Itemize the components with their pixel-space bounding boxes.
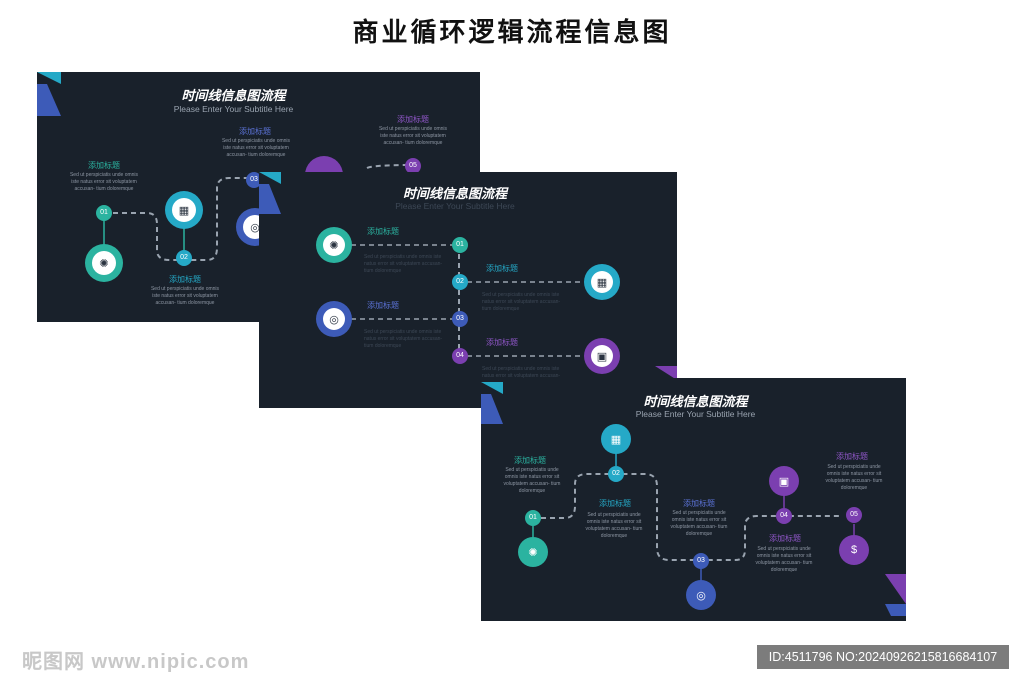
- slide-3-title: 时间线信息图流程: [643, 394, 748, 409]
- slide-1-title: 时间线信息图流程: [181, 88, 286, 103]
- step-3-title: 添加标题: [239, 127, 271, 136]
- monitor-icon: ▣: [778, 475, 790, 488]
- step-3-number: 03: [693, 553, 709, 569]
- step-5-title: 添加标题: [397, 115, 429, 124]
- step-2-number: 02: [176, 250, 192, 266]
- gear-icon: ✺: [528, 546, 538, 559]
- step-4-title: 添加标题: [486, 338, 518, 347]
- step-1-title: 添加标题: [88, 161, 120, 170]
- step-1-node: ✺: [518, 537, 548, 567]
- step-3-node: ◎: [316, 301, 352, 337]
- slide-2-graphics: [259, 172, 677, 380]
- step-2-title: 添加标题: [169, 275, 201, 284]
- step-5-title: 添加标题: [836, 452, 868, 461]
- step-1-text: Sed ut perspiciatis unde omnis iste natu…: [503, 467, 561, 494]
- step-5-text: Sed ut perspiciatis unde omnis iste natu…: [378, 126, 448, 146]
- slide-preview-3[interactable]: 时间线信息图流程 Please Enter Your Subtitle Here…: [481, 378, 906, 621]
- step-2-node: ▦: [584, 264, 620, 300]
- target-icon: ◎: [696, 589, 706, 602]
- step-1-node: ✺: [85, 244, 123, 282]
- slide-3-graphics: [481, 382, 906, 616]
- step-3-text: Sed ut perspiciatis unde omnis iste natu…: [221, 138, 291, 158]
- step-3-number: 03: [452, 311, 468, 327]
- slide-preview-2[interactable]: 时间线信息图流程 Please Enter Your Subtitle Here…: [259, 172, 677, 408]
- step-1-number: 01: [452, 237, 468, 253]
- step-2-node: ▦: [601, 424, 631, 454]
- step-5-number: 05: [846, 507, 862, 523]
- slide-2-subtitle: Please Enter Your Subtitle Here: [395, 201, 515, 211]
- calendar-icon: ▦: [596, 276, 608, 289]
- step-2-number: 02: [452, 274, 468, 290]
- step-4-node: ▣: [769, 466, 799, 496]
- calendar-icon: ▦: [610, 433, 622, 446]
- step-4-number: 04: [776, 508, 792, 524]
- step-3-text: Sed ut perspiciatis unde omnis iste natu…: [670, 510, 728, 537]
- step-2-title: 添加标题: [486, 264, 518, 273]
- step-2-node: ▦: [165, 191, 203, 229]
- step-3-node: ◎: [686, 580, 716, 610]
- page-title: 商业循环逻辑流程信息图: [352, 17, 672, 47]
- watermark-id: ID:4511796 NO:20240926215816684107: [757, 645, 1009, 669]
- step-1-text: Sed ut perspiciatis unde omnis iste natu…: [364, 254, 443, 274]
- step-1-number: 01: [525, 510, 541, 526]
- step-2-number: 02: [608, 466, 624, 482]
- watermark-logo: 昵图网 www.nipic.com: [22, 651, 250, 673]
- step-2-text: Sed ut perspiciatis unde omnis iste natu…: [150, 286, 220, 306]
- step-1-title: 添加标题: [367, 227, 399, 236]
- step-4-number: 04: [452, 348, 468, 364]
- monitor-icon: ▣: [596, 350, 608, 363]
- step-3-title: 添加标题: [683, 499, 715, 508]
- target-icon: ◎: [329, 313, 339, 326]
- slide-1-subtitle: Please Enter Your Subtitle Here: [173, 104, 294, 114]
- calendar-icon: ▦: [178, 204, 190, 217]
- step-2-text: Sed ut perspiciatis unde omnis iste natu…: [585, 512, 643, 539]
- step-5-number: 05: [405, 158, 421, 174]
- step-2-title: 添加标题: [599, 499, 631, 508]
- step-1-text: Sed ut perspiciatis unde omnis iste natu…: [69, 172, 139, 192]
- step-5-node: $: [839, 535, 869, 565]
- slide-2-title: 时间线信息图流程: [402, 186, 507, 201]
- slide-3-subtitle: Please Enter Your Subtitle Here: [635, 409, 756, 419]
- step-1-title: 添加标题: [514, 456, 546, 465]
- step-1-number: 01: [96, 205, 112, 221]
- money-hand-icon: $: [850, 544, 858, 556]
- step-3-text: Sed ut perspiciatis unde omnis iste natu…: [364, 329, 443, 349]
- step-4-text: Sed ut perspiciatis unde omnis iste natu…: [755, 546, 813, 573]
- step-4-node: ▣: [584, 338, 620, 374]
- gear-icon: ✺: [329, 239, 339, 252]
- gear-icon: ✺: [99, 257, 109, 270]
- step-3-number: 03: [246, 172, 262, 188]
- step-4-title: 添加标题: [769, 534, 801, 543]
- step-2-text: Sed ut perspiciatis unde omnis iste natu…: [482, 292, 561, 312]
- step-5-text: Sed ut perspiciatis unde omnis iste natu…: [825, 464, 883, 491]
- step-1-node: ✺: [316, 227, 352, 263]
- step-3-title: 添加标题: [367, 301, 399, 310]
- target-icon: ◎: [250, 221, 260, 234]
